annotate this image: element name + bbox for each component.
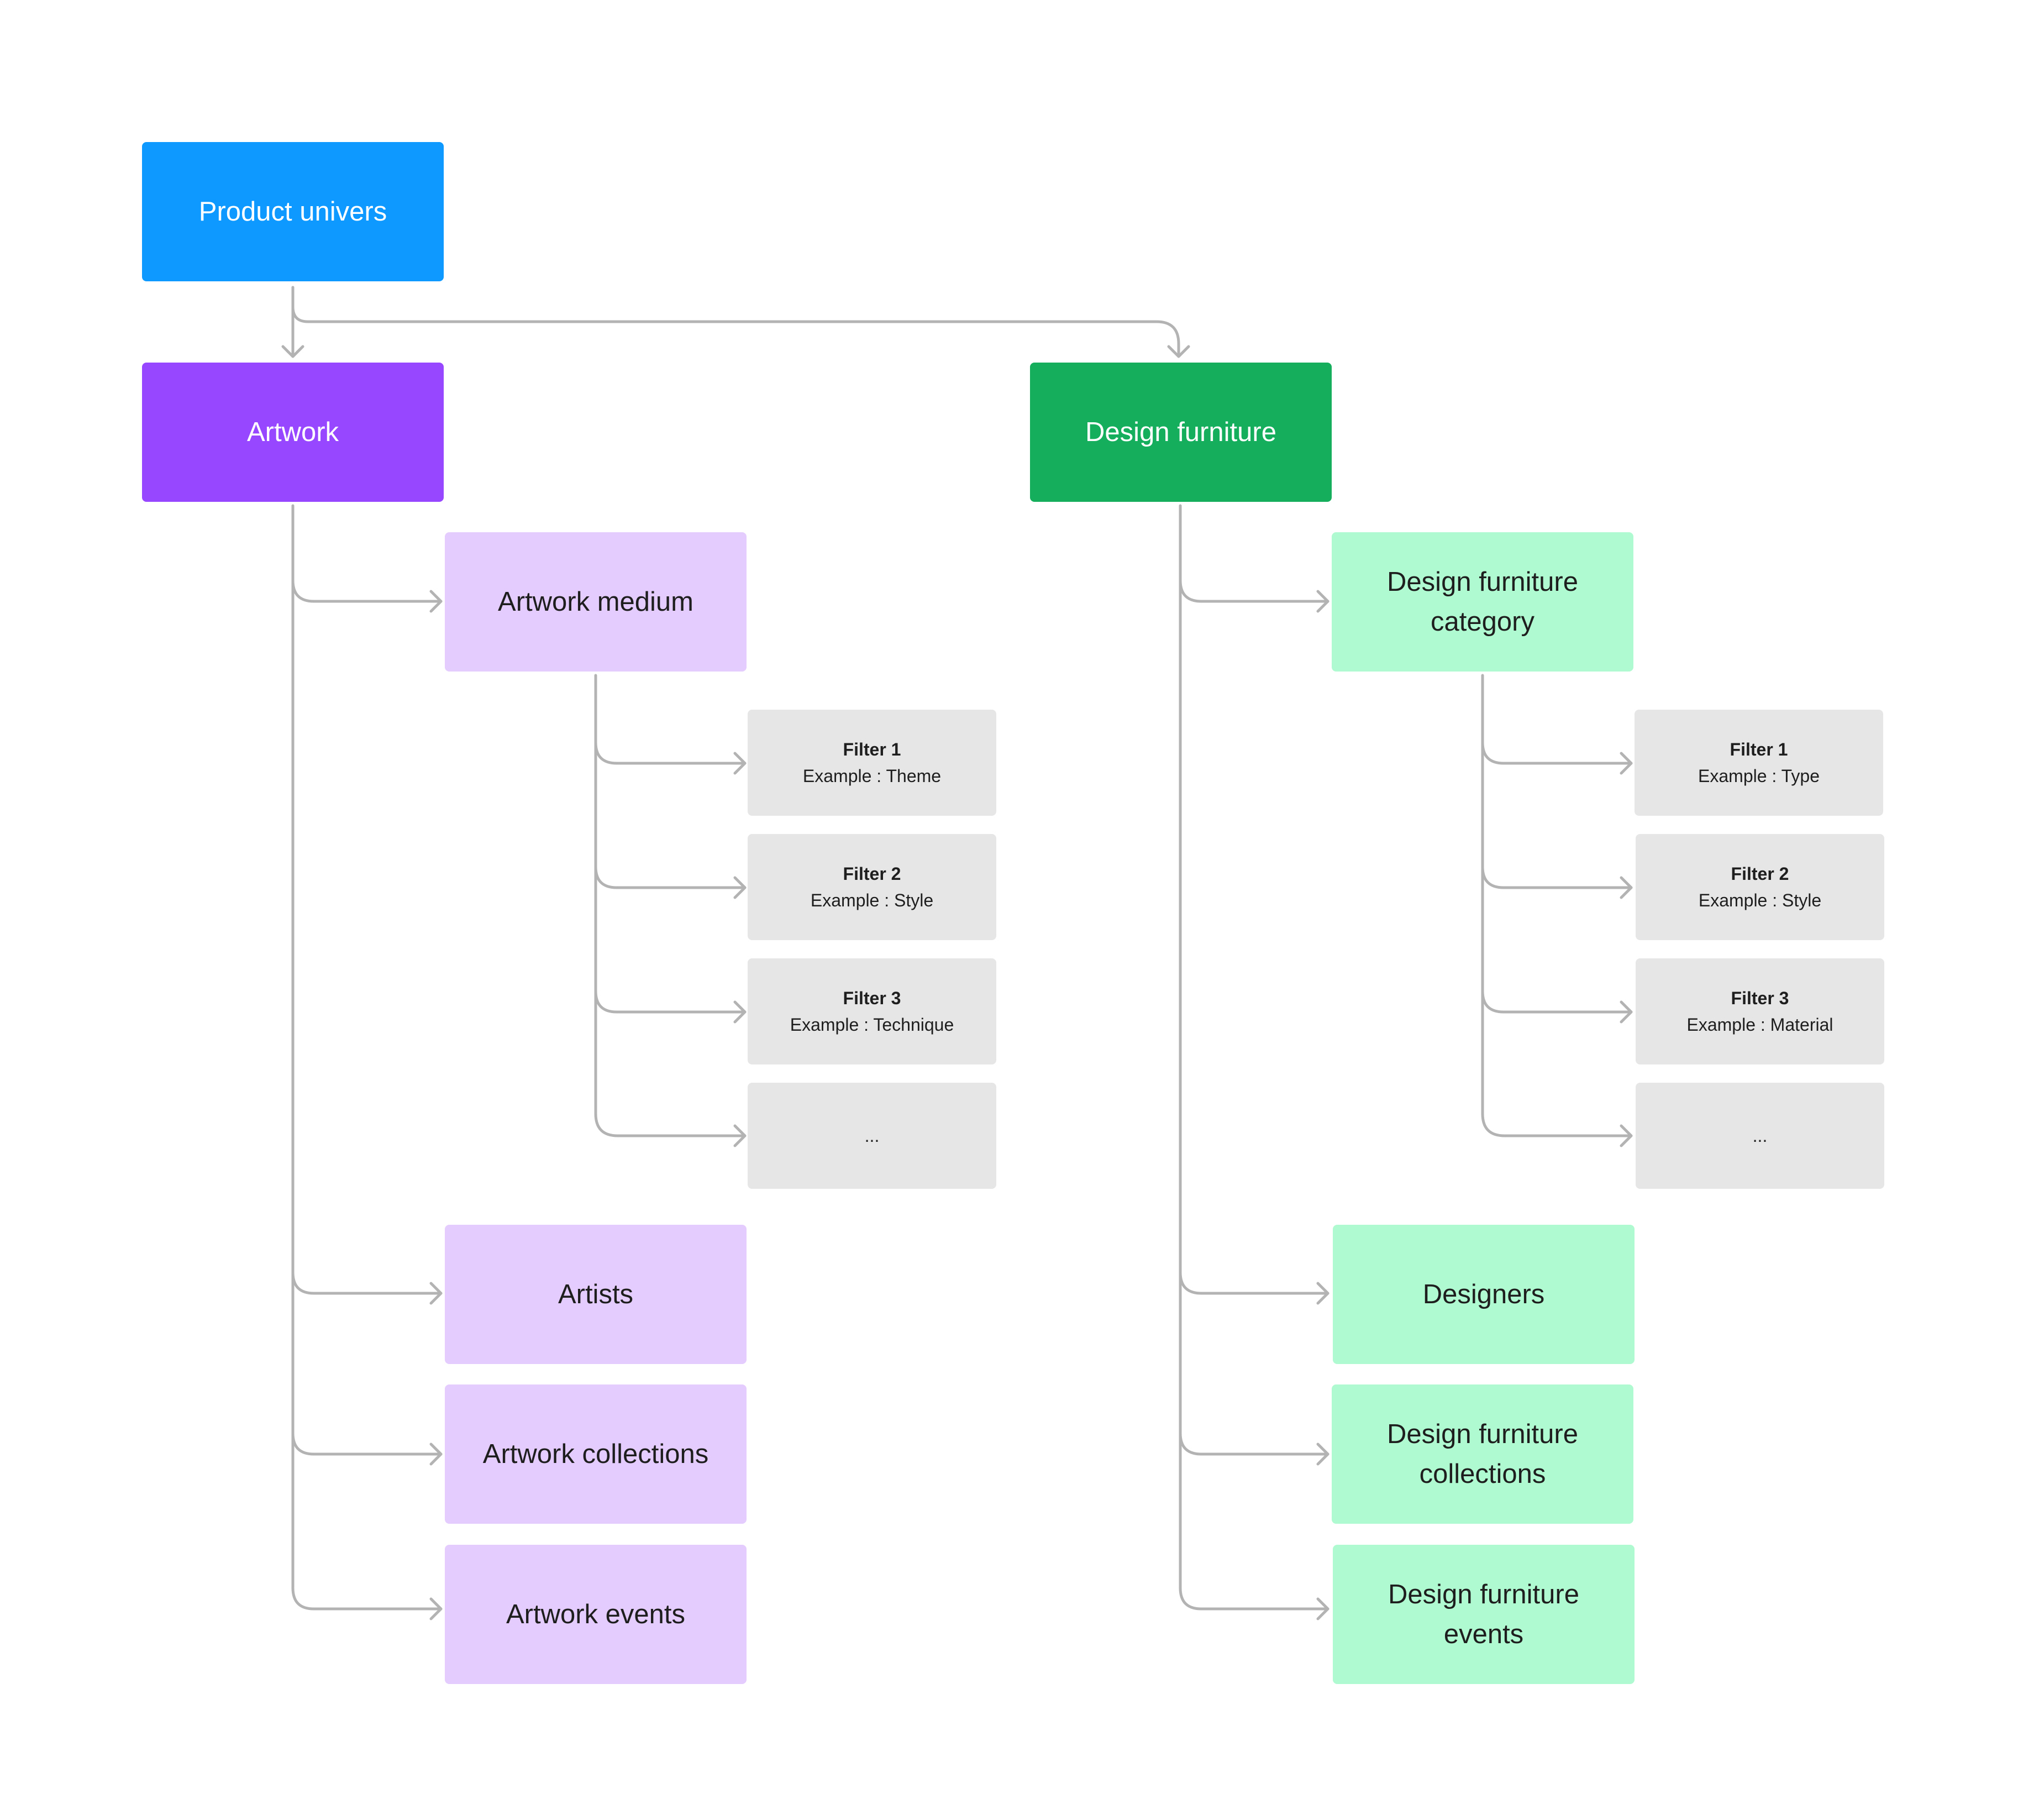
- connector-to-design-filter-2: [1481, 865, 1633, 889]
- arrowhead-design-furniture-events: [1316, 1597, 1329, 1620]
- connector-to-artwork-filter-3: [594, 989, 747, 1014]
- design-filter-3-node[interactable]: Filter 3 Example : Material: [1636, 958, 1884, 1064]
- connector-to-design-furniture-category: [1179, 579, 1329, 603]
- design-furniture-events-node[interactable]: Design furniture events: [1333, 1545, 1635, 1684]
- arrowhead-artwork-collections: [429, 1443, 443, 1466]
- artists-node[interactable]: Artists: [445, 1225, 747, 1364]
- connector-to-design-filter-more: [1481, 1112, 1633, 1137]
- design-filter-1-example: Example : Type: [1698, 766, 1820, 786]
- product-univers-node[interactable]: Product univers: [142, 142, 444, 281]
- artists-label: Artists: [558, 1279, 634, 1309]
- connector-to-artwork-filter-1: [594, 741, 747, 765]
- arrowhead-design-filter-2: [1620, 876, 1633, 899]
- product-univers-label: Product univers: [198, 197, 387, 227]
- arrowhead-design-filter-more: [1620, 1124, 1633, 1147]
- connector-to-artwork-events: [291, 1586, 443, 1611]
- artwork-label: Artwork: [246, 417, 339, 447]
- artwork-filter-3-node[interactable]: Filter 3 Example : Technique: [748, 958, 996, 1064]
- artwork-filter-3-example: Example : Technique: [790, 1015, 954, 1035]
- connector-to-designers: [1179, 1271, 1329, 1295]
- design-filter-1-title: Filter 1: [1730, 739, 1788, 759]
- arrowhead-design-filter-3: [1620, 1000, 1633, 1024]
- design-furniture-label: Design furniture: [1085, 417, 1276, 447]
- connector-to-artwork-filter-2: [594, 865, 747, 889]
- arrowhead-artwork-filter-3: [733, 1000, 747, 1024]
- artwork-filter-3-title: Filter 3: [843, 988, 901, 1008]
- arrowhead-artists: [429, 1282, 443, 1305]
- design-filter-2-title: Filter 2: [1731, 864, 1789, 884]
- artwork-filter-more-label: ...: [864, 1126, 880, 1146]
- arrowhead-design-furniture: [1167, 345, 1190, 358]
- artwork-medium-label: Artwork medium: [498, 587, 693, 617]
- design-filter-more-label: ...: [1752, 1126, 1768, 1146]
- artwork-filter-1-example: Example : Theme: [802, 766, 942, 786]
- arrowhead-artwork-events: [429, 1597, 443, 1620]
- arrowhead-artwork-filter-more: [733, 1124, 747, 1147]
- artwork-events-node[interactable]: Artwork events: [445, 1545, 747, 1684]
- design-filter-3-example: Example : Material: [1686, 1015, 1833, 1035]
- design-filter-3-title: Filter 3: [1731, 988, 1789, 1008]
- design-furniture-collections-label: Design furniture collections: [1387, 1419, 1578, 1489]
- design-furniture-category-node[interactable]: Design furniture category: [1332, 532, 1633, 672]
- connector-to-design-furniture-events: [1179, 1586, 1329, 1611]
- design-filter-1-node[interactable]: Filter 1 Example : Type: [1635, 710, 1883, 816]
- connector-to-design-filter-1: [1481, 741, 1633, 765]
- artwork-filter-2-example: Example : Style: [810, 890, 934, 910]
- connector-to-artists: [291, 1271, 443, 1295]
- artwork-filter-1-title: Filter 1: [843, 739, 901, 759]
- arrowhead-design-furniture-collections: [1316, 1443, 1329, 1466]
- connector-to-artwork-collections: [291, 1431, 443, 1456]
- design-furniture-category-label: Design furniture category: [1387, 567, 1578, 637]
- connector-to-design-furniture-collections: [1179, 1431, 1329, 1456]
- artwork-filter-1-node[interactable]: Filter 1 Example : Theme: [748, 710, 996, 816]
- design-furniture-node[interactable]: Design furniture: [1030, 363, 1332, 502]
- design-filter-2-node[interactable]: Filter 2 Example : Style: [1636, 834, 1884, 940]
- artwork-collections-label: Artwork collections: [482, 1439, 709, 1469]
- arrowhead-artwork-filter-2: [733, 876, 747, 899]
- arrowhead-artwork-medium: [429, 590, 443, 613]
- arrowhead-design-filter-1: [1620, 752, 1633, 775]
- artwork-medium-node[interactable]: Artwork medium: [445, 532, 747, 672]
- designers-label: Designers: [1422, 1279, 1545, 1309]
- design-furniture-collections-node[interactable]: Design furniture collections: [1332, 1384, 1633, 1524]
- artwork-filter-more-node[interactable]: ...: [748, 1083, 996, 1189]
- arrowhead-designers: [1316, 1282, 1329, 1305]
- design-furniture-events-label: Design furniture events: [1388, 1580, 1579, 1649]
- connector-to-artwork-filter-more: [594, 1112, 747, 1137]
- connector-root-to-design-furniture: [291, 286, 1180, 358]
- artwork-filter-2-node[interactable]: Filter 2 Example : Style: [748, 834, 996, 940]
- designers-node[interactable]: Designers: [1333, 1225, 1635, 1364]
- connector-to-design-filter-3: [1481, 989, 1633, 1014]
- artwork-events-label: Artwork events: [506, 1599, 686, 1629]
- connector-to-artwork-medium: [291, 579, 443, 603]
- arrowhead-artwork-filter-1: [733, 752, 747, 775]
- arrowhead-artwork: [281, 345, 304, 358]
- artwork-filter-2-title: Filter 2: [843, 864, 901, 884]
- design-filter-more-node[interactable]: ...: [1636, 1083, 1884, 1189]
- artwork-collections-node[interactable]: Artwork collections: [445, 1384, 747, 1524]
- design-filter-2-example: Example : Style: [1698, 890, 1822, 910]
- artwork-node[interactable]: Artwork: [142, 363, 444, 502]
- arrowhead-design-furniture-category: [1316, 590, 1329, 613]
